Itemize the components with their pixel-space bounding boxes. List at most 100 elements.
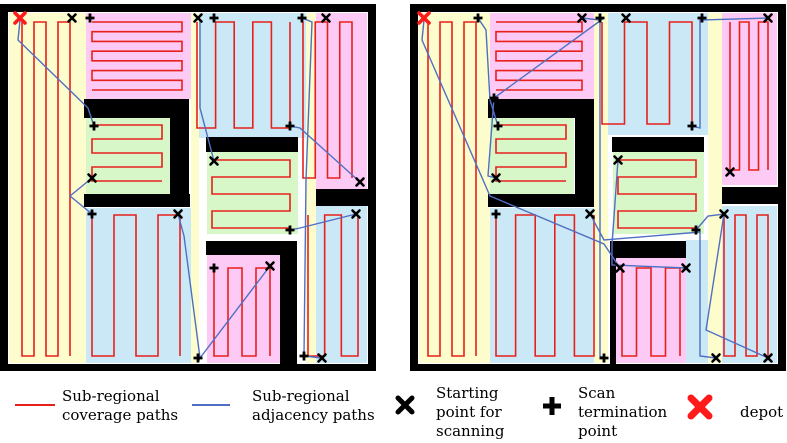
plus-mark-icon bbox=[543, 397, 561, 415]
coverage-path-legend-line bbox=[15, 404, 55, 406]
adjacency-path bbox=[589, 213, 717, 359]
plus-mark-icon bbox=[285, 121, 295, 131]
cross-mark-icon bbox=[265, 261, 275, 271]
cross-mark-icon bbox=[577, 13, 587, 23]
region-yellow bbox=[708, 13, 722, 363]
plus-mark-icon bbox=[285, 225, 295, 235]
obstacle-wall bbox=[316, 189, 368, 206]
adjacency-path bbox=[301, 17, 323, 359]
coverage-path bbox=[213, 267, 271, 357]
adjacency-path bbox=[199, 265, 271, 359]
obstacle-wall bbox=[488, 99, 593, 118]
adjacency-path bbox=[477, 17, 499, 127]
region-yellow bbox=[191, 13, 199, 363]
adjacency-path bbox=[421, 19, 621, 269]
plus-mark-icon bbox=[493, 121, 503, 131]
coverage-path bbox=[495, 124, 567, 182]
plus-mark-icon bbox=[489, 93, 499, 103]
red-cross-icon bbox=[687, 394, 713, 420]
plus-mark-icon bbox=[687, 121, 697, 131]
cross-mark-icon bbox=[317, 353, 327, 363]
obstacle-wall bbox=[84, 194, 190, 207]
coverage-path bbox=[91, 124, 163, 182]
coverage-path bbox=[729, 21, 769, 171]
obstacle-wall bbox=[206, 241, 291, 255]
coverage-path bbox=[723, 214, 769, 357]
cross-mark-icon bbox=[763, 353, 773, 363]
plus-mark-icon bbox=[297, 13, 307, 23]
plus-mark-icon bbox=[87, 209, 97, 219]
cross-mark-icon bbox=[173, 209, 183, 219]
plus-mark-icon bbox=[491, 209, 501, 219]
obstacle-wall bbox=[170, 99, 189, 207]
cross-mark-icon bbox=[67, 13, 77, 23]
region-yellow bbox=[9, 13, 86, 363]
adjacency-path-legend-line bbox=[192, 404, 230, 406]
plus-mark-icon bbox=[89, 121, 99, 131]
red-cross-icon bbox=[417, 11, 431, 25]
region-pink bbox=[86, 13, 191, 99]
adjacency-path bbox=[68, 177, 93, 215]
coverage-path bbox=[427, 21, 477, 357]
region-green bbox=[490, 118, 574, 194]
coverage-path bbox=[91, 21, 183, 91]
cross-mark-icon bbox=[725, 167, 735, 177]
region-yellow bbox=[306, 13, 316, 363]
cross-mark-icon bbox=[209, 156, 219, 166]
coverage-path bbox=[211, 159, 291, 229]
coverage-path bbox=[302, 21, 353, 179]
region-green bbox=[86, 118, 170, 194]
plus-mark-icon bbox=[299, 351, 309, 361]
depot-legend-label: depot bbox=[740, 403, 784, 421]
region-blue bbox=[86, 208, 191, 363]
region-yellow bbox=[419, 13, 490, 363]
coverage-path bbox=[495, 214, 595, 357]
start-point-legend-label: Starting point for scanning bbox=[436, 384, 505, 440]
cross-mark-icon bbox=[87, 173, 97, 183]
region-green bbox=[613, 152, 704, 234]
coverage-path bbox=[601, 21, 693, 125]
cross-mark-icon bbox=[193, 13, 203, 23]
plus-mark-icon bbox=[193, 353, 203, 363]
obstacle-wall bbox=[722, 187, 778, 204]
coverage-path bbox=[495, 21, 583, 91]
region-pink bbox=[316, 13, 367, 189]
region-blue bbox=[608, 13, 708, 135]
cross-mark-icon bbox=[613, 155, 623, 165]
obstacle-wall bbox=[206, 137, 298, 152]
obstacle-wall bbox=[488, 194, 594, 207]
cross-mark-icon bbox=[395, 395, 415, 415]
plus-mark-icon bbox=[691, 225, 701, 235]
plus-mark-icon bbox=[473, 13, 483, 23]
cross-mark-icon bbox=[491, 173, 501, 183]
coverage-path bbox=[21, 21, 71, 357]
red-cross-icon bbox=[13, 11, 27, 25]
cross-mark-icon bbox=[719, 209, 729, 219]
cross-mark-icon bbox=[615, 263, 625, 273]
plus-mark-icon bbox=[85, 13, 95, 23]
coverage-path-legend-label: Sub-regional coverage paths bbox=[62, 387, 179, 424]
obstacle-wall bbox=[610, 258, 616, 364]
region-blue bbox=[686, 240, 708, 363]
region-blue bbox=[490, 208, 607, 363]
plus-mark-icon bbox=[595, 13, 605, 23]
end-point-legend-label: Scan termination point bbox=[578, 384, 668, 440]
obstacle-wall bbox=[612, 137, 704, 152]
coverage-path bbox=[91, 214, 181, 357]
region-green bbox=[207, 152, 298, 234]
plus-mark-icon bbox=[209, 13, 219, 23]
region-yellow bbox=[594, 13, 608, 363]
obstacle-wall bbox=[280, 241, 297, 364]
left-coverage-map bbox=[0, 4, 376, 371]
cross-mark-icon bbox=[321, 13, 331, 23]
cross-mark-icon bbox=[681, 263, 691, 273]
adjacency-path bbox=[17, 19, 95, 127]
region-pink bbox=[613, 258, 686, 363]
region-pink bbox=[490, 13, 594, 99]
cross-mark-icon bbox=[763, 13, 773, 23]
right-coverage-map bbox=[410, 4, 786, 371]
cross-mark-icon bbox=[711, 353, 721, 363]
coverage-path bbox=[307, 214, 359, 357]
obstacle-wall bbox=[84, 99, 189, 118]
